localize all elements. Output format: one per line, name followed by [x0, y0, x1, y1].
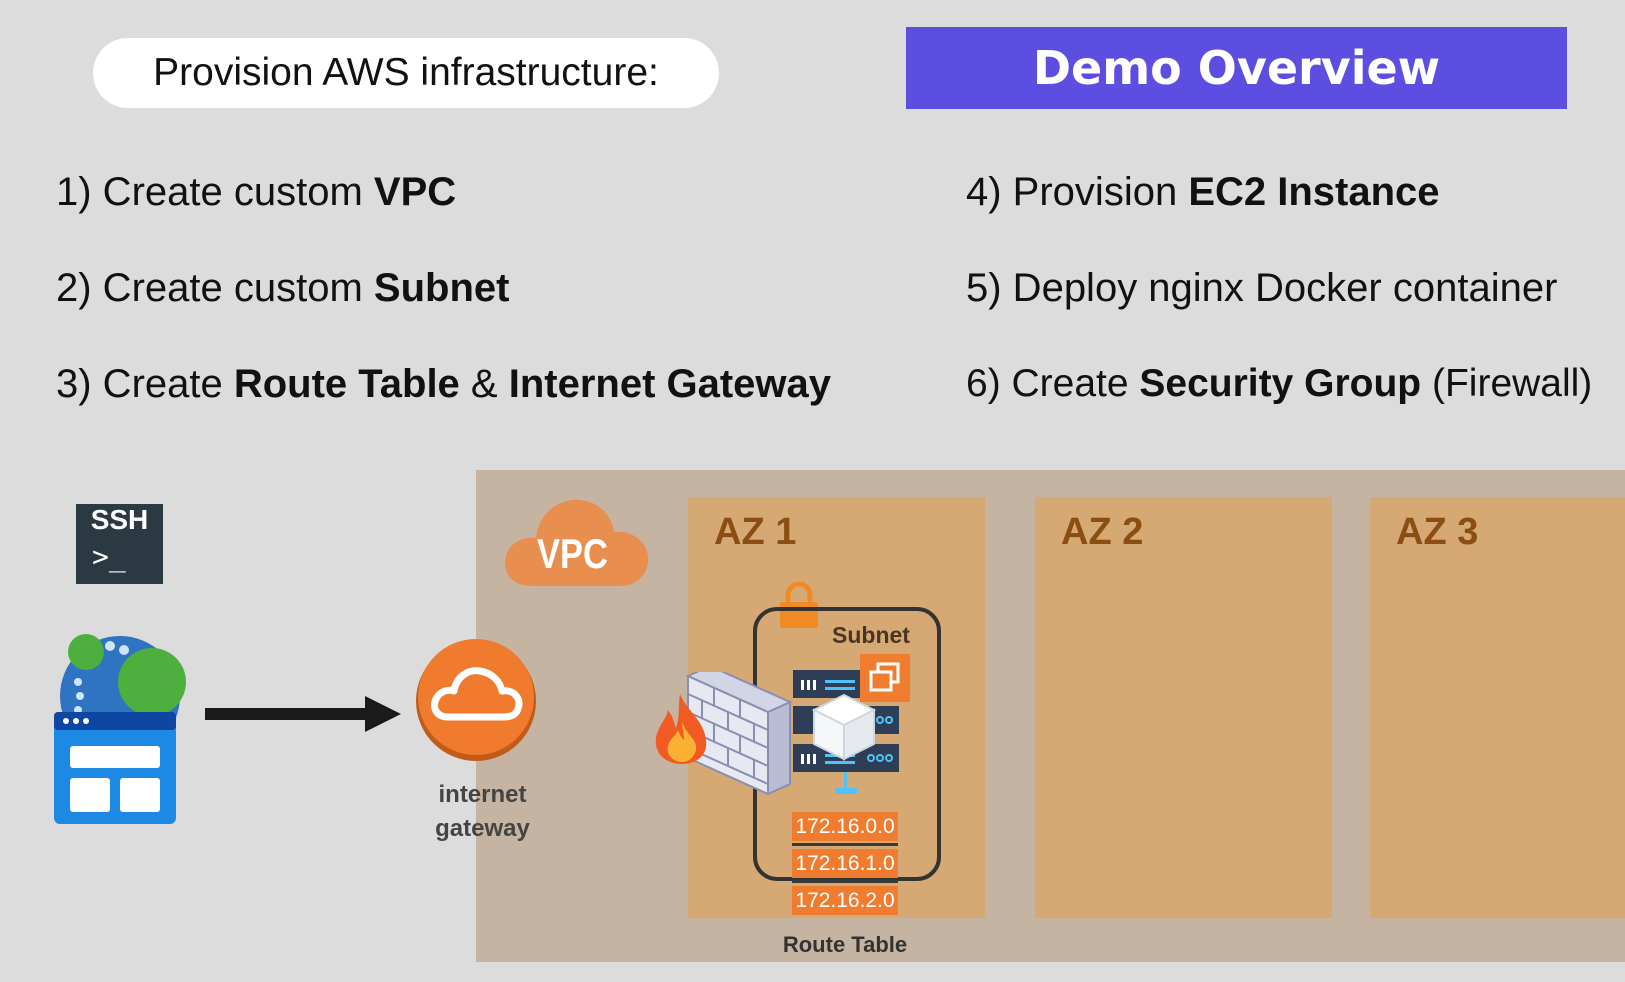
subnet-label: Subnet	[832, 622, 910, 648]
banner-title: Demo Overview	[1032, 41, 1441, 95]
step-5-text: 5) Deploy nginx Docker container	[966, 266, 1558, 310]
internet-gateway-icon	[416, 639, 536, 761]
ssh-prompt: >_	[92, 540, 126, 573]
provision-pill: Provision AWS infrastructure:	[93, 38, 719, 108]
route-divider	[792, 843, 898, 846]
az-3-label: AZ 3	[1396, 511, 1479, 553]
route-entry: 172.16.0.0	[792, 812, 898, 841]
az-2: AZ 2	[1035, 497, 1332, 918]
az-2-label: AZ 2	[1061, 511, 1144, 553]
step-4-text: 4) Provision	[966, 170, 1189, 214]
step-3-text: 3) Create	[56, 362, 234, 406]
step-2-text: 2) Create custom	[56, 266, 374, 310]
browser-app-icon	[54, 634, 186, 824]
step-1: 1) Create custom VPC	[56, 170, 456, 215]
step-6-post: (Firewall)	[1421, 362, 1593, 405]
step-3-bold2: Internet Gateway	[508, 362, 832, 406]
step-3-bold: Route Table	[233, 362, 460, 406]
demo-overview-banner: Demo Overview	[906, 27, 1567, 109]
firewall-icon	[685, 672, 793, 796]
az-1-label: AZ 1	[714, 511, 797, 553]
provision-pill-text: Provision AWS infrastructure:	[153, 51, 659, 94]
route-entry: 172.16.1.0	[792, 849, 898, 878]
igw-label: internet gateway	[420, 778, 545, 846]
step-4-bold: EC2 Instance	[1188, 170, 1440, 214]
igw-label-line2: gateway	[435, 815, 530, 842]
step-2: 2) Create custom Subnet	[56, 266, 509, 311]
route-divider	[792, 880, 898, 883]
step-3: 3) Create Route Table & Internet Gateway	[56, 362, 831, 407]
step-1-bold: VPC	[373, 170, 457, 214]
ssh-label: SSH	[90, 504, 149, 535]
vpc-cloud-icon	[505, 499, 649, 586]
ssh-terminal-icon: SSH >_	[76, 504, 163, 584]
vpc-label: VPC	[537, 530, 608, 577]
igw-label-line1: internet	[438, 781, 527, 808]
route-entry: 172.16.2.0	[792, 886, 898, 915]
arrow-right-icon	[205, 696, 401, 732]
step-2-bold: Subnet	[373, 266, 510, 310]
route-table-label: Route Table	[782, 932, 908, 957]
step-4: 4) Provision EC2 Instance	[966, 170, 1440, 215]
step-5: 5) Deploy nginx Docker container	[966, 266, 1557, 311]
step-6-bold: Security Group	[1139, 362, 1422, 405]
step-1-text: 1) Create custom	[56, 170, 374, 214]
fire-icon	[655, 694, 707, 764]
docker-container-icon	[812, 693, 876, 761]
step-6: 6) Create Security Group (Firewall)	[966, 362, 1592, 406]
step-3-mid: &	[459, 362, 509, 406]
az-3: AZ 3	[1370, 497, 1625, 918]
step-6-text: 6) Create	[966, 362, 1140, 405]
ec2-chip-icon	[860, 654, 910, 702]
